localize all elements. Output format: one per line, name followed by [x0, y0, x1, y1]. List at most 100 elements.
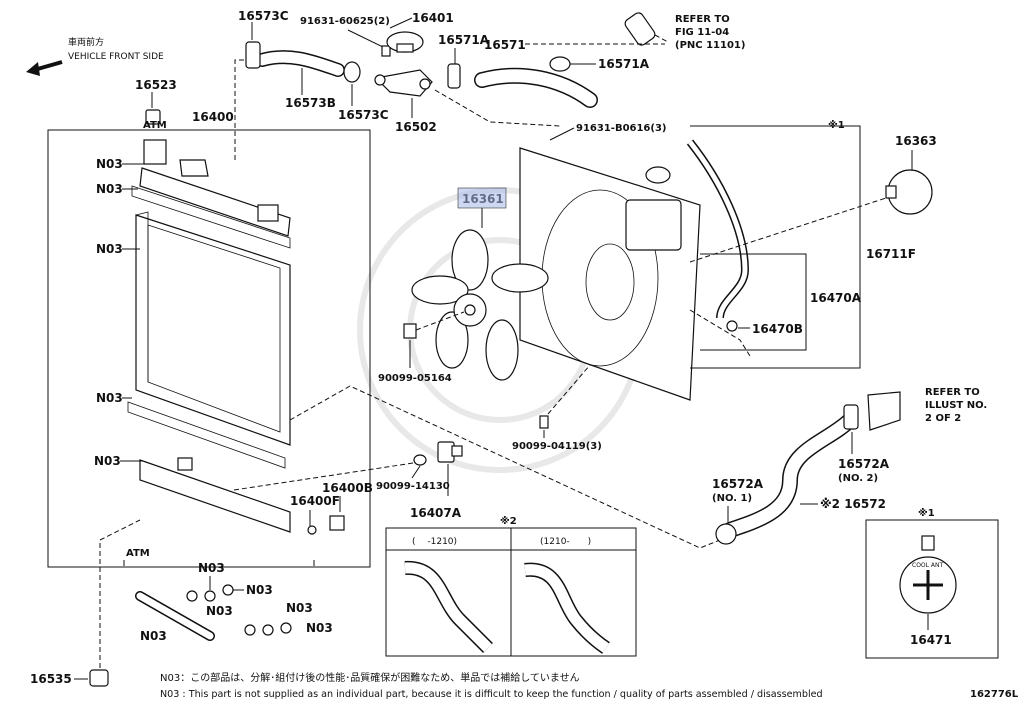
- hose-variant-left-icon: [404, 561, 493, 653]
- hose-16571-icon: [474, 67, 598, 108]
- label-16572A-1[interactable]: 16572A: [712, 477, 764, 491]
- lower-hose-16572-icon: [722, 412, 858, 538]
- label-16502[interactable]: 16502: [395, 120, 437, 134]
- diagram-id: 162776L: [970, 689, 1019, 700]
- label-16400B[interactable]: 16400B: [322, 481, 373, 495]
- label-atm-top[interactable]: ATM: [143, 120, 167, 131]
- label-n03-7[interactable]: N03: [246, 583, 273, 597]
- label-90099-14130[interactable]: 90099-14130: [376, 481, 450, 492]
- vehicle-front-en: VEHICLE FRONT SIDE: [68, 52, 164, 62]
- clamp-16573C-top-icon: [245, 41, 261, 69]
- label-16400[interactable]: 16400: [192, 110, 234, 124]
- label-91631-60625[interactable]: 91631-60625(2): [300, 16, 390, 27]
- drain-plug-16535-icon: [89, 669, 109, 687]
- reservoir-tank-icon: [625, 166, 682, 251]
- cap-16401-icon: [386, 31, 424, 53]
- refer-fig-line3: (PNC 11101): [675, 40, 745, 51]
- refer-fig-line2: FIG 11-04: [675, 27, 729, 38]
- label-16572[interactable]: ※2 16572: [820, 497, 886, 511]
- clamp-16470B-icon: [726, 320, 738, 332]
- bolt-91631-60625-icon: [381, 45, 391, 57]
- label-16711F[interactable]: 16711F: [866, 247, 916, 261]
- cap-text: COOL ANT: [912, 562, 943, 569]
- vehicle-front-arrow-icon: [26, 60, 63, 76]
- range-right: (1210- ): [540, 537, 591, 547]
- sensor-16407A-icon: [437, 441, 463, 463]
- clamp-16571A-right-icon: [549, 56, 571, 72]
- clamp-16572A-2-icon: [843, 404, 859, 430]
- reservoir-hose-icon: [686, 139, 750, 319]
- label-note1-top[interactable]: ※1: [828, 119, 845, 131]
- label-16573C-top[interactable]: 16573C: [238, 9, 289, 23]
- label-16535[interactable]: 16535: [30, 672, 72, 686]
- refer-fig-line1: REFER TO: [675, 14, 730, 25]
- label-atm-bottom[interactable]: ATM: [126, 548, 150, 559]
- label-16470B[interactable]: 16470B: [752, 322, 803, 336]
- label-note2[interactable]: ※2: [500, 515, 517, 527]
- footnote-jp: N03：この部品は、分解･組付け後の性能･品質確保が困難なため、単品では補給して…: [160, 671, 580, 684]
- label-n03-8[interactable]: N03: [206, 604, 233, 618]
- label-16573B[interactable]: 16573B: [285, 96, 336, 110]
- fan-motor-16363-icon: [885, 169, 933, 215]
- radiator-assembly-frame: [47, 129, 371, 568]
- clamp-16573C-mid-icon: [343, 61, 361, 83]
- label-refer-illust-1[interactable]: REFER TO: [925, 387, 980, 398]
- hose-end-icon: [624, 12, 656, 46]
- drain-cock-16523-icon: [145, 109, 161, 125]
- gasket-lower-icon: [127, 401, 286, 469]
- clamp-16571A-top-icon: [447, 63, 461, 89]
- lower-tank-icon: [139, 457, 291, 533]
- label-n03-2[interactable]: N03: [96, 182, 123, 196]
- drain-cock-16400B-icon: [307, 515, 345, 535]
- hose-variant-right-icon: [524, 562, 610, 654]
- footnote-en: N03 : This part is not supplied as an in…: [160, 689, 823, 700]
- label-16572A-1-no[interactable]: (NO. 1): [712, 493, 752, 504]
- note1-box: [865, 519, 999, 659]
- oil-cooler-pipe-icon: [135, 591, 215, 641]
- label-n03-5[interactable]: N03: [94, 454, 121, 468]
- oil-cooler-washers-icon: [186, 584, 292, 636]
- highlight-16361: [457, 187, 507, 209]
- label-refer-illust-2[interactable]: ILLUST NO.: [925, 400, 987, 411]
- vehicle-front-jp: 車両前方: [68, 36, 104, 48]
- label-n03-9[interactable]: N03: [286, 601, 313, 615]
- label-16571A-right[interactable]: 16571A: [598, 57, 650, 71]
- label-90099-05164[interactable]: 90099-05164: [378, 373, 452, 384]
- reservoir-cap-16471-icon: [899, 535, 957, 614]
- label-16573C-mid[interactable]: 16573C: [338, 108, 389, 122]
- label-16363[interactable]: 16363: [895, 134, 937, 148]
- label-refer-illust-3[interactable]: 2 OF 2: [925, 413, 961, 424]
- label-note1-box[interactable]: ※1: [918, 507, 935, 519]
- hose-16573B-icon: [255, 50, 345, 77]
- label-16523[interactable]: 16523: [135, 78, 177, 92]
- label-16572A-2[interactable]: 16572A: [838, 457, 890, 471]
- label-16407A[interactable]: 16407A: [410, 506, 462, 520]
- fan-blade-icon: [411, 229, 549, 381]
- label-n03-11[interactable]: N03: [140, 629, 167, 643]
- fan-nut-icon: [403, 323, 417, 339]
- label-16470A[interactable]: 16470A: [810, 291, 862, 305]
- range-left: ( -1210): [412, 537, 457, 547]
- label-16572A-2-no[interactable]: (NO. 2): [838, 473, 878, 484]
- label-n03-4[interactable]: N03: [96, 391, 123, 405]
- outlet-icon: [867, 391, 901, 431]
- label-16571A-top[interactable]: 16571A: [438, 33, 490, 47]
- shroud-bolt-icon: [539, 415, 549, 429]
- label-16571[interactable]: 16571: [484, 38, 526, 52]
- label-n03-6[interactable]: N03: [198, 561, 225, 575]
- radiator-core-icon: [135, 211, 291, 446]
- o-ring-90099-14130-icon: [413, 454, 427, 466]
- upper-tank-icon: [139, 139, 291, 237]
- label-90099-04119[interactable]: 90099-04119(3): [512, 441, 602, 452]
- label-n03-10[interactable]: N03: [306, 621, 333, 635]
- label-16471[interactable]: 16471: [910, 633, 952, 647]
- label-91631-B0616[interactable]: 91631-B0616(3): [576, 123, 667, 134]
- inlet-16502-icon: [374, 69, 433, 97]
- gasket-upper-icon: [131, 185, 291, 249]
- label-16400F[interactable]: 16400F: [290, 494, 340, 508]
- label-16401[interactable]: 16401: [412, 11, 454, 25]
- clamp-16572A-1-icon: [715, 523, 737, 545]
- label-n03-3[interactable]: N03: [96, 242, 123, 256]
- label-n03-1[interactable]: N03: [96, 157, 123, 171]
